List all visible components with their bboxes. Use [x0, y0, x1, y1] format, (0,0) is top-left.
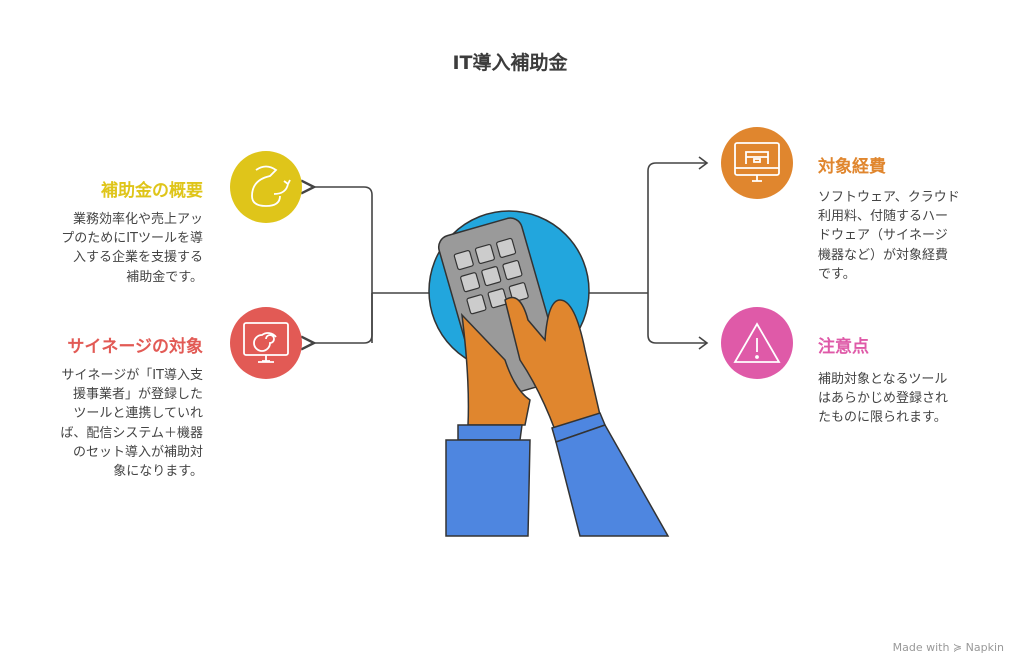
- text-expenses: ソフトウェア、クラウド 利用料、付随するハー ドウェア（サイネージ 機器など）が…: [818, 188, 960, 284]
- heading-expenses: 対象経費: [818, 157, 886, 177]
- warning-icon: [733, 322, 781, 363]
- right-connector: [588, 156, 709, 350]
- napkin-credit: Made with ≽ Napkin: [892, 641, 1004, 654]
- heading-overview: 補助金の概要: [101, 181, 203, 201]
- text-line: プのためにITツールを導: [61, 231, 203, 247]
- text-line: はあらかじめ登録され: [818, 391, 949, 407]
- text-caution: 補助対象となるツール はあらかじめ登録され たものに限られます。: [818, 370, 948, 428]
- text-line: 入する企業を支援する: [72, 250, 203, 266]
- heading-caution: 注意点: [818, 337, 869, 357]
- text-line: たものに限られます。: [818, 410, 947, 426]
- heading-signage: サイネージの対象: [67, 337, 203, 357]
- red-circle: [230, 307, 302, 379]
- calculator-hand-illustration: [428, 210, 670, 537]
- text-signage: サイネージが「IT導入支 援事業者」が登録した ツールと連携していれ ば、配信シ…: [60, 366, 203, 481]
- page-title: IT導入補助金: [452, 52, 568, 74]
- text-line: 補助対象となるツール: [818, 372, 948, 387]
- text-line: ツールと連携していれ: [73, 406, 203, 422]
- text-line: のセット導入が補助対: [72, 444, 203, 460]
- text-line: 補助金です。: [126, 269, 203, 285]
- text-line: サイネージが「IT導入支: [61, 368, 203, 383]
- text-line: 象になります。: [113, 464, 203, 480]
- monitor-box-icon: [734, 142, 780, 182]
- text-line: 利用料、付随するハー: [818, 209, 949, 225]
- text-line: です。: [818, 266, 856, 282]
- monitor-swirl-icon: [243, 322, 289, 363]
- left-connector: [314, 187, 430, 343]
- text-line: 業務効率化や売上アッ: [72, 212, 203, 227]
- orange-circle: [721, 127, 793, 199]
- text-overview: 業務効率化や売上アッ プのためにITツールを導 入する企業を支援する 補助金です…: [61, 210, 203, 287]
- text-line: ば、配信システム＋機器: [60, 425, 203, 441]
- money-bag-icon: [251, 165, 291, 207]
- text-line: ソフトウェア、クラウド: [818, 190, 960, 205]
- text-line: ドウェア（サイネージ: [818, 228, 948, 244]
- text-line: 援事業者」が登録した: [72, 387, 203, 403]
- yellow-circle: [230, 151, 302, 223]
- text-line: 機器など）が対象経費: [818, 247, 949, 263]
